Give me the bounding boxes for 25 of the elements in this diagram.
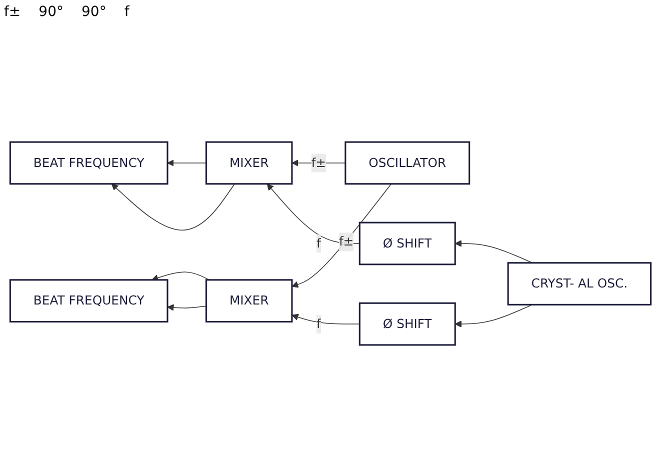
arrow (266, 184, 360, 244)
node-box: Ø SHIFT (358, 222, 456, 266)
diagram-label: 90° (38, 4, 64, 20)
node-box: MIXER (205, 279, 293, 322)
node-box: BEAT FREQUENCY (9, 141, 168, 185)
diagram-label: 90° (82, 4, 106, 20)
arrow (167, 160, 207, 166)
arrow (111, 183, 235, 231)
edge-label: f (316, 316, 321, 332)
edge-label: f (316, 236, 321, 250)
arrow (292, 183, 392, 288)
diagram-label: f (124, 4, 130, 20)
arrow (167, 304, 207, 311)
arrow (454, 240, 533, 264)
edge-label: f± (338, 234, 354, 249)
arrow (152, 272, 210, 282)
arrow (454, 304, 533, 328)
diagram-label: f± (4, 4, 21, 20)
node-box: BEAT FREQUENCY (9, 279, 168, 322)
node-box: MIXER (205, 141, 293, 185)
node-box: CRYST- AL OSC. (507, 262, 652, 306)
node-box: OSCILLATOR (344, 141, 470, 185)
node-box: Ø SHIFT (358, 302, 456, 346)
edge-label: f± (311, 155, 326, 170)
arrow (292, 314, 360, 324)
